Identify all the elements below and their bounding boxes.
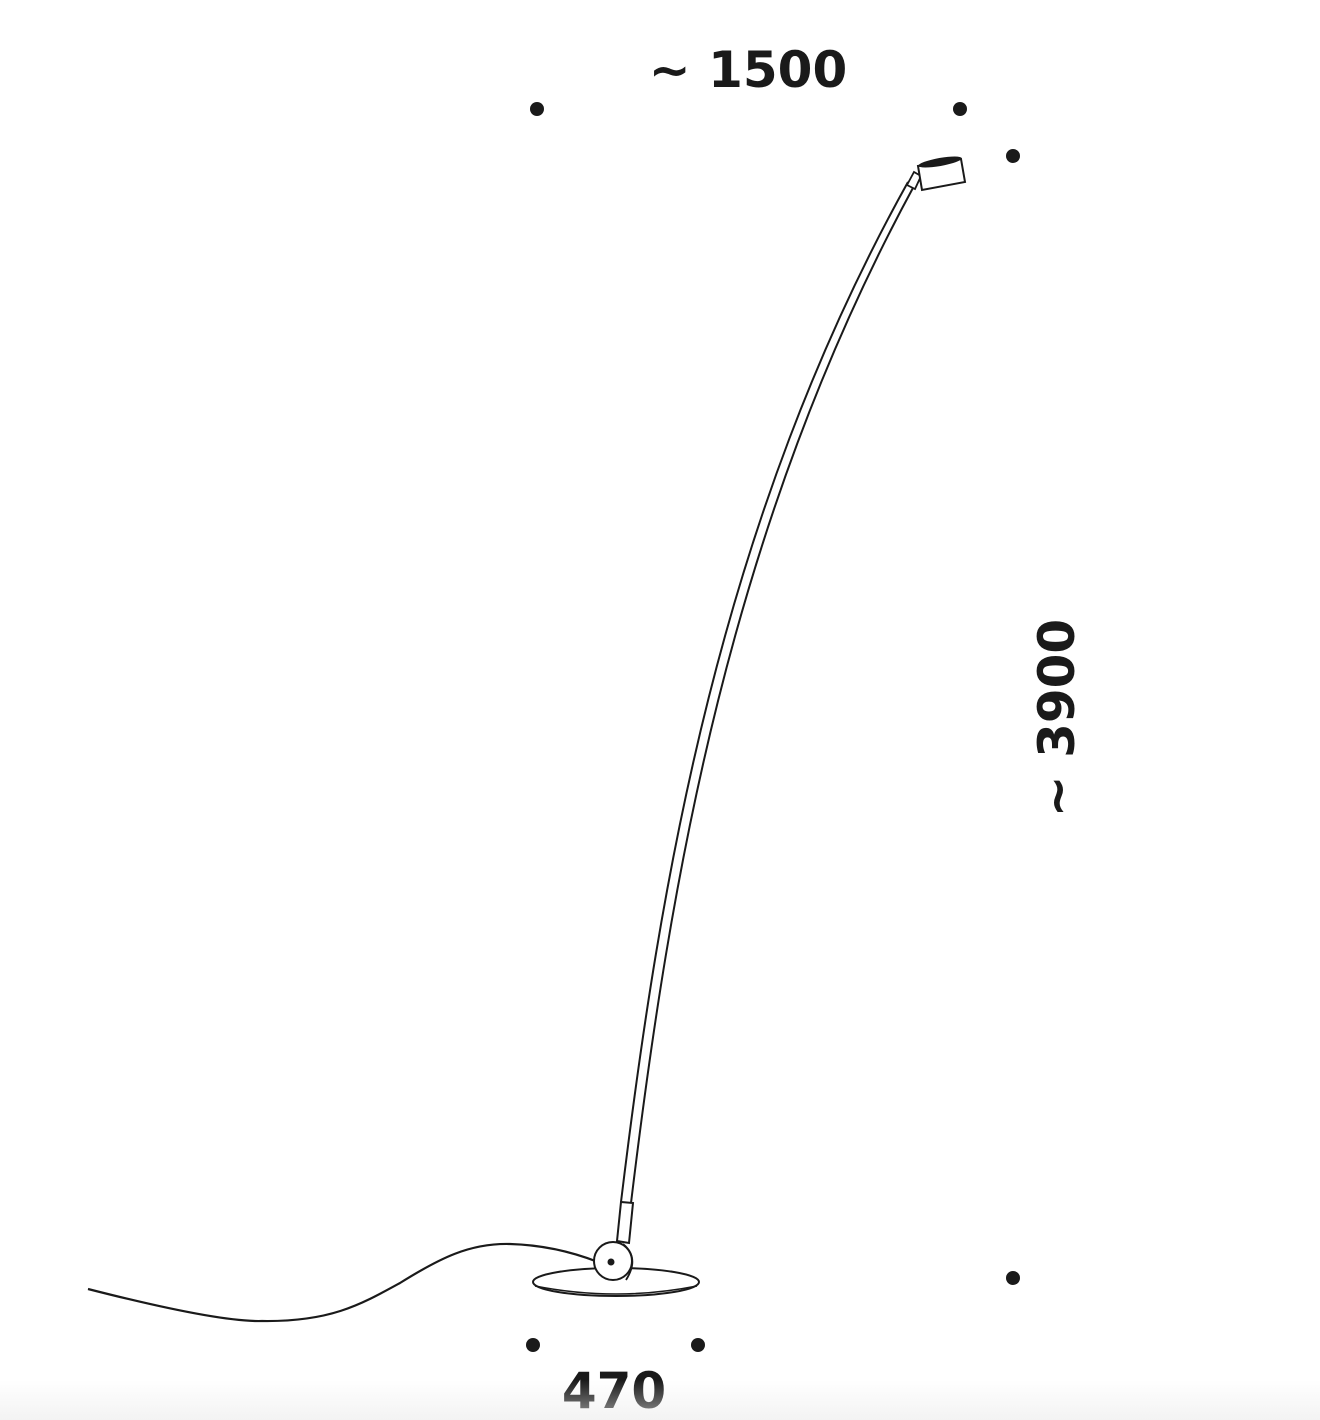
width-dot-left <box>530 102 544 116</box>
base-disc-edge <box>534 1285 698 1295</box>
stem-sleeve <box>615 1200 635 1245</box>
pivot-housing-side <box>622 1243 634 1281</box>
base-dot-right <box>691 1338 705 1352</box>
height-dot-bottom <box>1006 1271 1020 1285</box>
width-dot-right <box>953 102 967 116</box>
pivot-joint <box>593 1241 634 1281</box>
width-dimension-label: ~ 1500 <box>649 41 847 99</box>
head-lens-rim <box>918 156 962 168</box>
height-dot-top <box>1006 149 1020 163</box>
base-dot-left <box>526 1338 540 1352</box>
lamp-arm <box>620 181 915 1204</box>
pivot-screw <box>607 1258 615 1266</box>
height-dimension-label: ~ 3900 <box>1028 619 1086 817</box>
lamp-head <box>905 156 967 192</box>
arm-edge-right <box>630 185 915 1204</box>
base-dimension-label: 470 <box>562 1362 666 1420</box>
arm-edge-left <box>620 181 909 1203</box>
dimension-dots <box>526 102 1020 1352</box>
power-cable <box>87 1242 599 1323</box>
